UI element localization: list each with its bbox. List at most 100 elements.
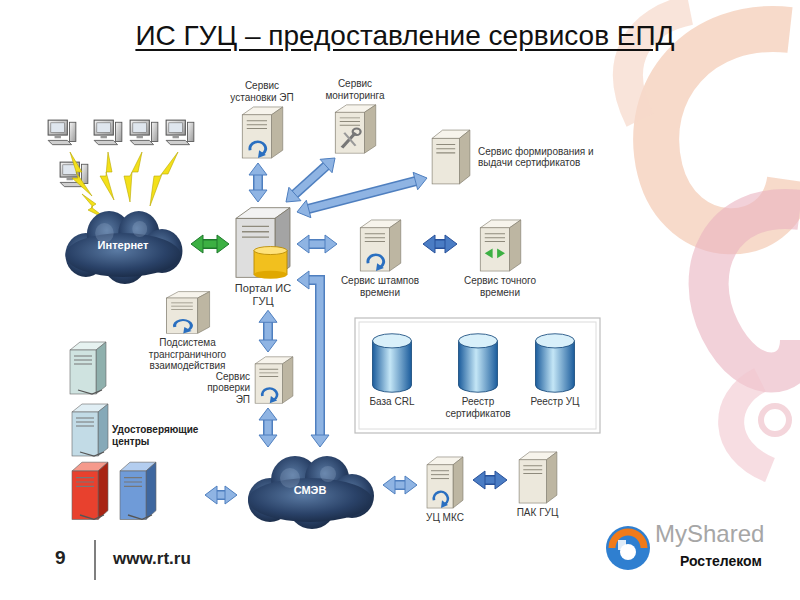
arrow-head — [259, 310, 277, 322]
node-label: Сервис формирования и выдачи сертификато… — [478, 146, 598, 169]
arrow-head — [297, 271, 309, 289]
node-label: Сервис штампов времени — [340, 275, 420, 298]
connector-line — [308, 239, 326, 249]
arrow-head — [445, 235, 457, 253]
arrow-head — [259, 435, 277, 447]
icon — [510, 450, 565, 505]
connector-line — [263, 321, 273, 341]
connector-line — [308, 181, 417, 209]
arrow-head — [405, 476, 417, 494]
node-label: Сервис проверки ЭП — [192, 371, 250, 406]
connector-arrow — [423, 235, 457, 253]
icon — [222, 105, 302, 160]
server-node: Сервис мониторинга — [315, 78, 395, 155]
arrow-head — [297, 200, 311, 217]
server-icon — [517, 450, 559, 505]
arrow-head — [473, 471, 485, 489]
icon — [140, 290, 235, 335]
server-icon — [358, 218, 403, 273]
icon — [525, 332, 585, 394]
arrow-head — [191, 235, 203, 253]
node-label: Сервис мониторинга — [315, 78, 395, 101]
icon — [315, 103, 395, 155]
server-icon — [333, 103, 378, 155]
connector-line — [265, 321, 272, 341]
connector-arrow — [259, 310, 277, 352]
database-cylinder — [455, 332, 501, 394]
server-node: Сервис проверки ЭП — [190, 355, 295, 405]
server-group-node: Удостоверяющие центры — [62, 340, 202, 525]
db-frame — [355, 318, 600, 433]
background-swirl — [628, 10, 800, 470]
connector-arrow — [297, 271, 329, 447]
server-node: Сервис штампов времени — [340, 218, 420, 298]
database: Реестр УЦ — [525, 332, 585, 408]
connector-arrow — [259, 408, 277, 447]
database: База CRL — [362, 332, 422, 408]
server-icon — [233, 205, 293, 280]
icon — [440, 332, 516, 394]
connector-line — [394, 480, 406, 490]
node-label: Реестр сертификатов — [440, 396, 516, 419]
node-label: ПАК ГУЦ — [510, 507, 565, 519]
database: Реестр сертификатов — [440, 332, 516, 419]
node-label: СМЭВ — [294, 484, 327, 497]
connector-line — [484, 475, 496, 485]
arrow-head — [286, 187, 301, 202]
icon — [460, 218, 540, 273]
server-icon — [253, 355, 295, 405]
arrow-head — [320, 158, 335, 173]
footer-divider — [94, 540, 96, 580]
database-cylinder — [532, 332, 578, 394]
server-icon — [164, 290, 212, 335]
server-icon — [240, 105, 285, 160]
connector-arrow — [297, 235, 337, 253]
connector-arrow — [473, 471, 507, 489]
footer-text: Ростелеком — [680, 553, 762, 569]
server-node: Сервис формирования и выдачи сертификато… — [430, 128, 600, 186]
icon — [232, 205, 294, 280]
arrow-head — [325, 235, 337, 253]
icon — [430, 128, 472, 186]
connector-arrow — [205, 486, 237, 504]
arrow-head — [297, 235, 309, 253]
connector-line — [294, 165, 327, 194]
client-computers — [48, 120, 194, 187]
slide-title: ИС ГУЦ – предоставление сервисов ЕПД — [0, 20, 800, 52]
node-label: Удостоверяющие центры — [112, 424, 202, 447]
connector-line — [253, 174, 263, 191]
connector-line — [202, 241, 218, 248]
connector-line — [265, 419, 272, 436]
node-label: База CRL — [362, 396, 422, 408]
connector-line — [308, 280, 320, 436]
watermark: MyShared — [655, 522, 764, 546]
server-node: УЦ МКС — [420, 455, 470, 524]
connector-line — [202, 239, 218, 249]
node-label: Сервис установки ЭП — [222, 80, 302, 103]
connector-arrow — [191, 235, 229, 253]
connector-line — [255, 174, 262, 191]
arrow-head — [249, 163, 267, 175]
server-icon — [425, 455, 465, 510]
connector-arrow — [297, 172, 427, 217]
icon — [340, 218, 420, 273]
connector-arrow — [249, 163, 267, 202]
server-node: Портал ИС ГУЦ — [232, 205, 294, 307]
node-label: Подсистема трансграничного взаимодействи… — [140, 337, 235, 372]
rostelecom-logo — [606, 526, 650, 570]
connector-line — [263, 419, 273, 436]
arrow-head — [495, 471, 507, 489]
connector-line — [294, 165, 327, 194]
connector-line — [308, 241, 326, 248]
server-node: Сервис установки ЭП — [222, 80, 302, 160]
server-icon — [478, 218, 523, 273]
arrow-head — [259, 340, 277, 352]
arrow-head — [249, 190, 267, 202]
connector-line — [394, 482, 406, 489]
connector-line — [434, 241, 446, 248]
server-node: Подсистема трансграничного взаимодействи… — [140, 290, 235, 372]
connector-line — [308, 181, 417, 209]
node-label: Портал ИС ГУЦ — [232, 282, 294, 307]
arrow-head — [383, 476, 395, 494]
